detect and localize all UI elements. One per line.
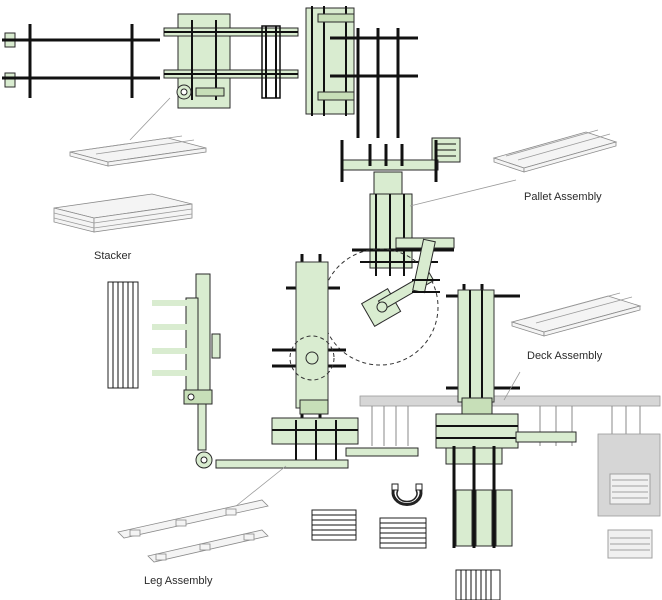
- board-stack-3-frame: [455, 569, 501, 600]
- leg-assembly-parts: [117, 499, 269, 563]
- top-left-conveyor: [2, 24, 160, 98]
- deck-assembly-pallet: [510, 292, 642, 337]
- dbl-hub: [305, 351, 319, 365]
- pa-pallet-board-1: [505, 129, 599, 157]
- tower-bracket: [211, 333, 221, 359]
- robot-arm-cell: [321, 238, 440, 366]
- robot-pivot: [376, 301, 388, 313]
- horseshoe-tip-left: [391, 483, 399, 491]
- tower-chute: [197, 403, 207, 451]
- bottom-board-stack-1: [311, 509, 357, 541]
- tower-fork-4: [152, 370, 188, 376]
- deck-builder-left: [215, 254, 419, 469]
- pallet-side-edge: [107, 147, 207, 167]
- deck-assembly-label: Deck Assembly: [527, 350, 603, 362]
- deck-builder-right: [435, 284, 577, 548]
- dbr-side-feed: [515, 431, 577, 443]
- dbr-body: [457, 289, 495, 403]
- stacker-label: Stacker: [94, 250, 132, 262]
- pallet-board-line-1: [83, 135, 183, 151]
- transfer-carriage: [261, 25, 281, 99]
- tower-fork-1: [152, 300, 188, 306]
- stack-layer-2: [53, 217, 95, 229]
- dbl-side-feed: [345, 447, 419, 457]
- transfer-drive: [195, 87, 225, 97]
- cabinet-stack: [609, 473, 651, 505]
- pa-crossbar: [341, 159, 439, 171]
- pallet-assembly-label: Pallet Assembly: [524, 191, 602, 203]
- tower-drive-hub: [200, 456, 208, 464]
- pallet-board-line-2: [95, 139, 195, 155]
- robot-reach-envelope: [321, 248, 439, 366]
- horseshoe-outer: [391, 487, 423, 506]
- deck-assembly-leader-line: [503, 371, 521, 401]
- pallet-assembly-pallet: [492, 129, 618, 173]
- nailer-head-bottom: [317, 91, 355, 101]
- dbr-leg-fill-1: [455, 489, 473, 547]
- pallet-assembly-leader-line: [409, 179, 517, 207]
- tower-carriage: [185, 297, 199, 391]
- da-pallet-board-1: [523, 292, 621, 320]
- stack-layer-4: [93, 213, 193, 229]
- dbl-outfeed: [215, 459, 349, 469]
- dbr-leg-fill-2: [475, 489, 493, 547]
- da-pallet-side: [543, 305, 641, 337]
- stacker-leader-line: [129, 97, 171, 141]
- leg-block-1a: [129, 529, 141, 537]
- tower-fork-2: [152, 324, 188, 330]
- stack-side: [93, 203, 193, 233]
- leg-assembly-leader-line: [235, 465, 287, 507]
- da-pallet-board-2: [535, 296, 633, 324]
- leg-block-1c: [225, 508, 237, 516]
- pallet-assembly-station: [340, 137, 461, 276]
- dbl-foot: [299, 399, 329, 415]
- leg-block-2c: [243, 533, 255, 541]
- conveyor-top-band: [359, 395, 661, 407]
- grey-conveyor: [359, 395, 661, 559]
- bottom-board-stack-3: [455, 569, 501, 600]
- bottom-board-stack-2: [379, 517, 427, 549]
- horseshoe-inner: [396, 489, 418, 503]
- dbr-table: [435, 413, 519, 449]
- end-stop-lower: [4, 72, 16, 88]
- horseshoe-tip-right: [415, 483, 423, 491]
- top-transfer-unit: [163, 13, 299, 109]
- pa-head: [373, 171, 403, 195]
- pa-pallet-side: [523, 141, 617, 173]
- stacker-pallet-single: [69, 135, 207, 167]
- stacker-pallet-stack: [53, 193, 193, 233]
- dbl-dashed-circle: [289, 335, 335, 381]
- leg-assembly-label: Leg Assembly: [144, 575, 213, 587]
- stack-layer-3: [93, 208, 193, 224]
- dbr-leg-fill-3: [495, 489, 513, 547]
- horseshoe-clamp: [391, 483, 423, 506]
- top-nailer-frame: [305, 6, 418, 138]
- dbl-body: [295, 261, 329, 409]
- stacker-tower: [107, 273, 221, 469]
- tower-base-bolt: [187, 393, 195, 401]
- leg-block-2b: [199, 543, 211, 551]
- leg-block-1b: [175, 519, 187, 527]
- transfer-motor-hub: [180, 88, 188, 96]
- leg-stringer-1: [117, 499, 269, 539]
- leg-block-2a: [155, 553, 167, 561]
- stack-layer-1: [53, 212, 95, 224]
- nailer-head-top: [317, 13, 355, 23]
- tower-fork-3: [152, 348, 188, 354]
- pa-pallet-board-2: [517, 133, 611, 161]
